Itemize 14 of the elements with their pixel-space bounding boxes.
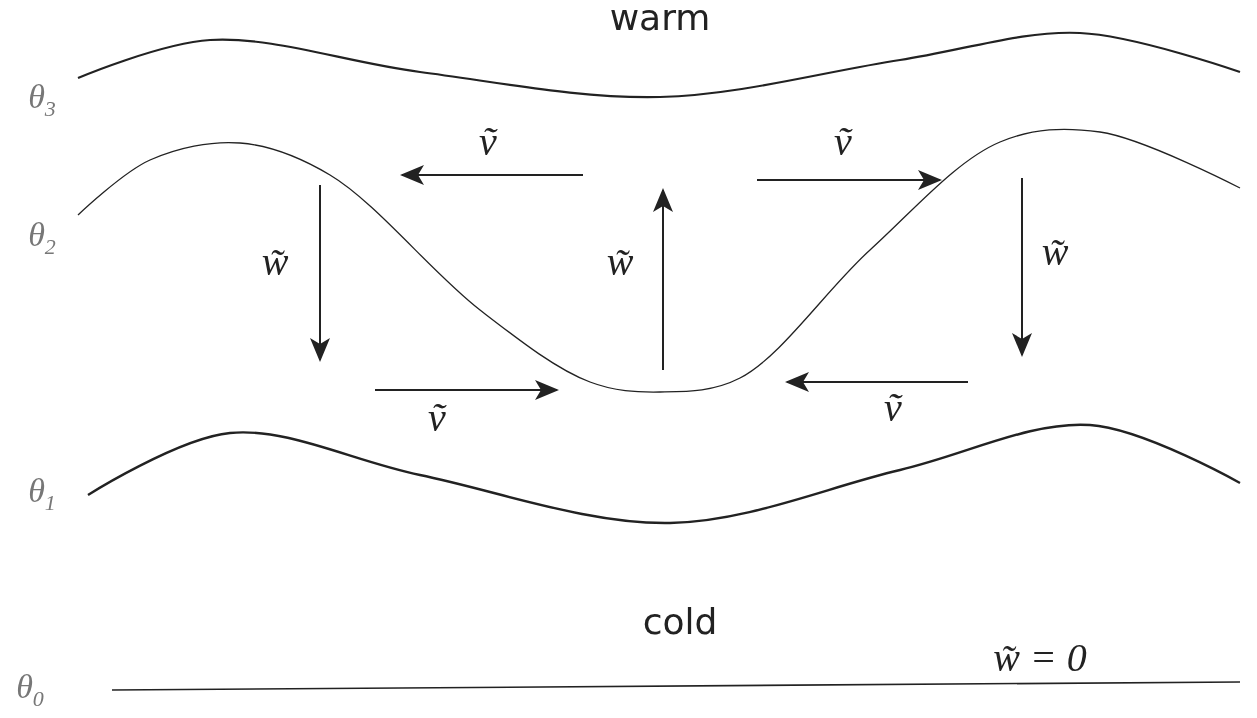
surface-label: θ$_{1}$	[28, 474, 56, 514]
surface-label: θ$_{2}$	[28, 218, 56, 258]
velocity-label: ṽ	[884, 388, 902, 428]
velocity-label: w̃	[1041, 232, 1069, 272]
equation-label: w̃ = 0	[993, 638, 1087, 678]
surface-label: θ$_{3}$	[28, 80, 56, 120]
region-label: cold	[642, 604, 718, 640]
velocity-label: w̃	[261, 242, 289, 282]
velocity-label: ṽ	[428, 398, 446, 438]
region-label: warm	[609, 0, 711, 36]
velocity-label: ṽ	[834, 122, 852, 162]
velocity-label: w̃	[606, 242, 634, 282]
velocity-label: ṽ	[479, 122, 497, 162]
surface-label: θ$_{0}$	[16, 670, 44, 710]
